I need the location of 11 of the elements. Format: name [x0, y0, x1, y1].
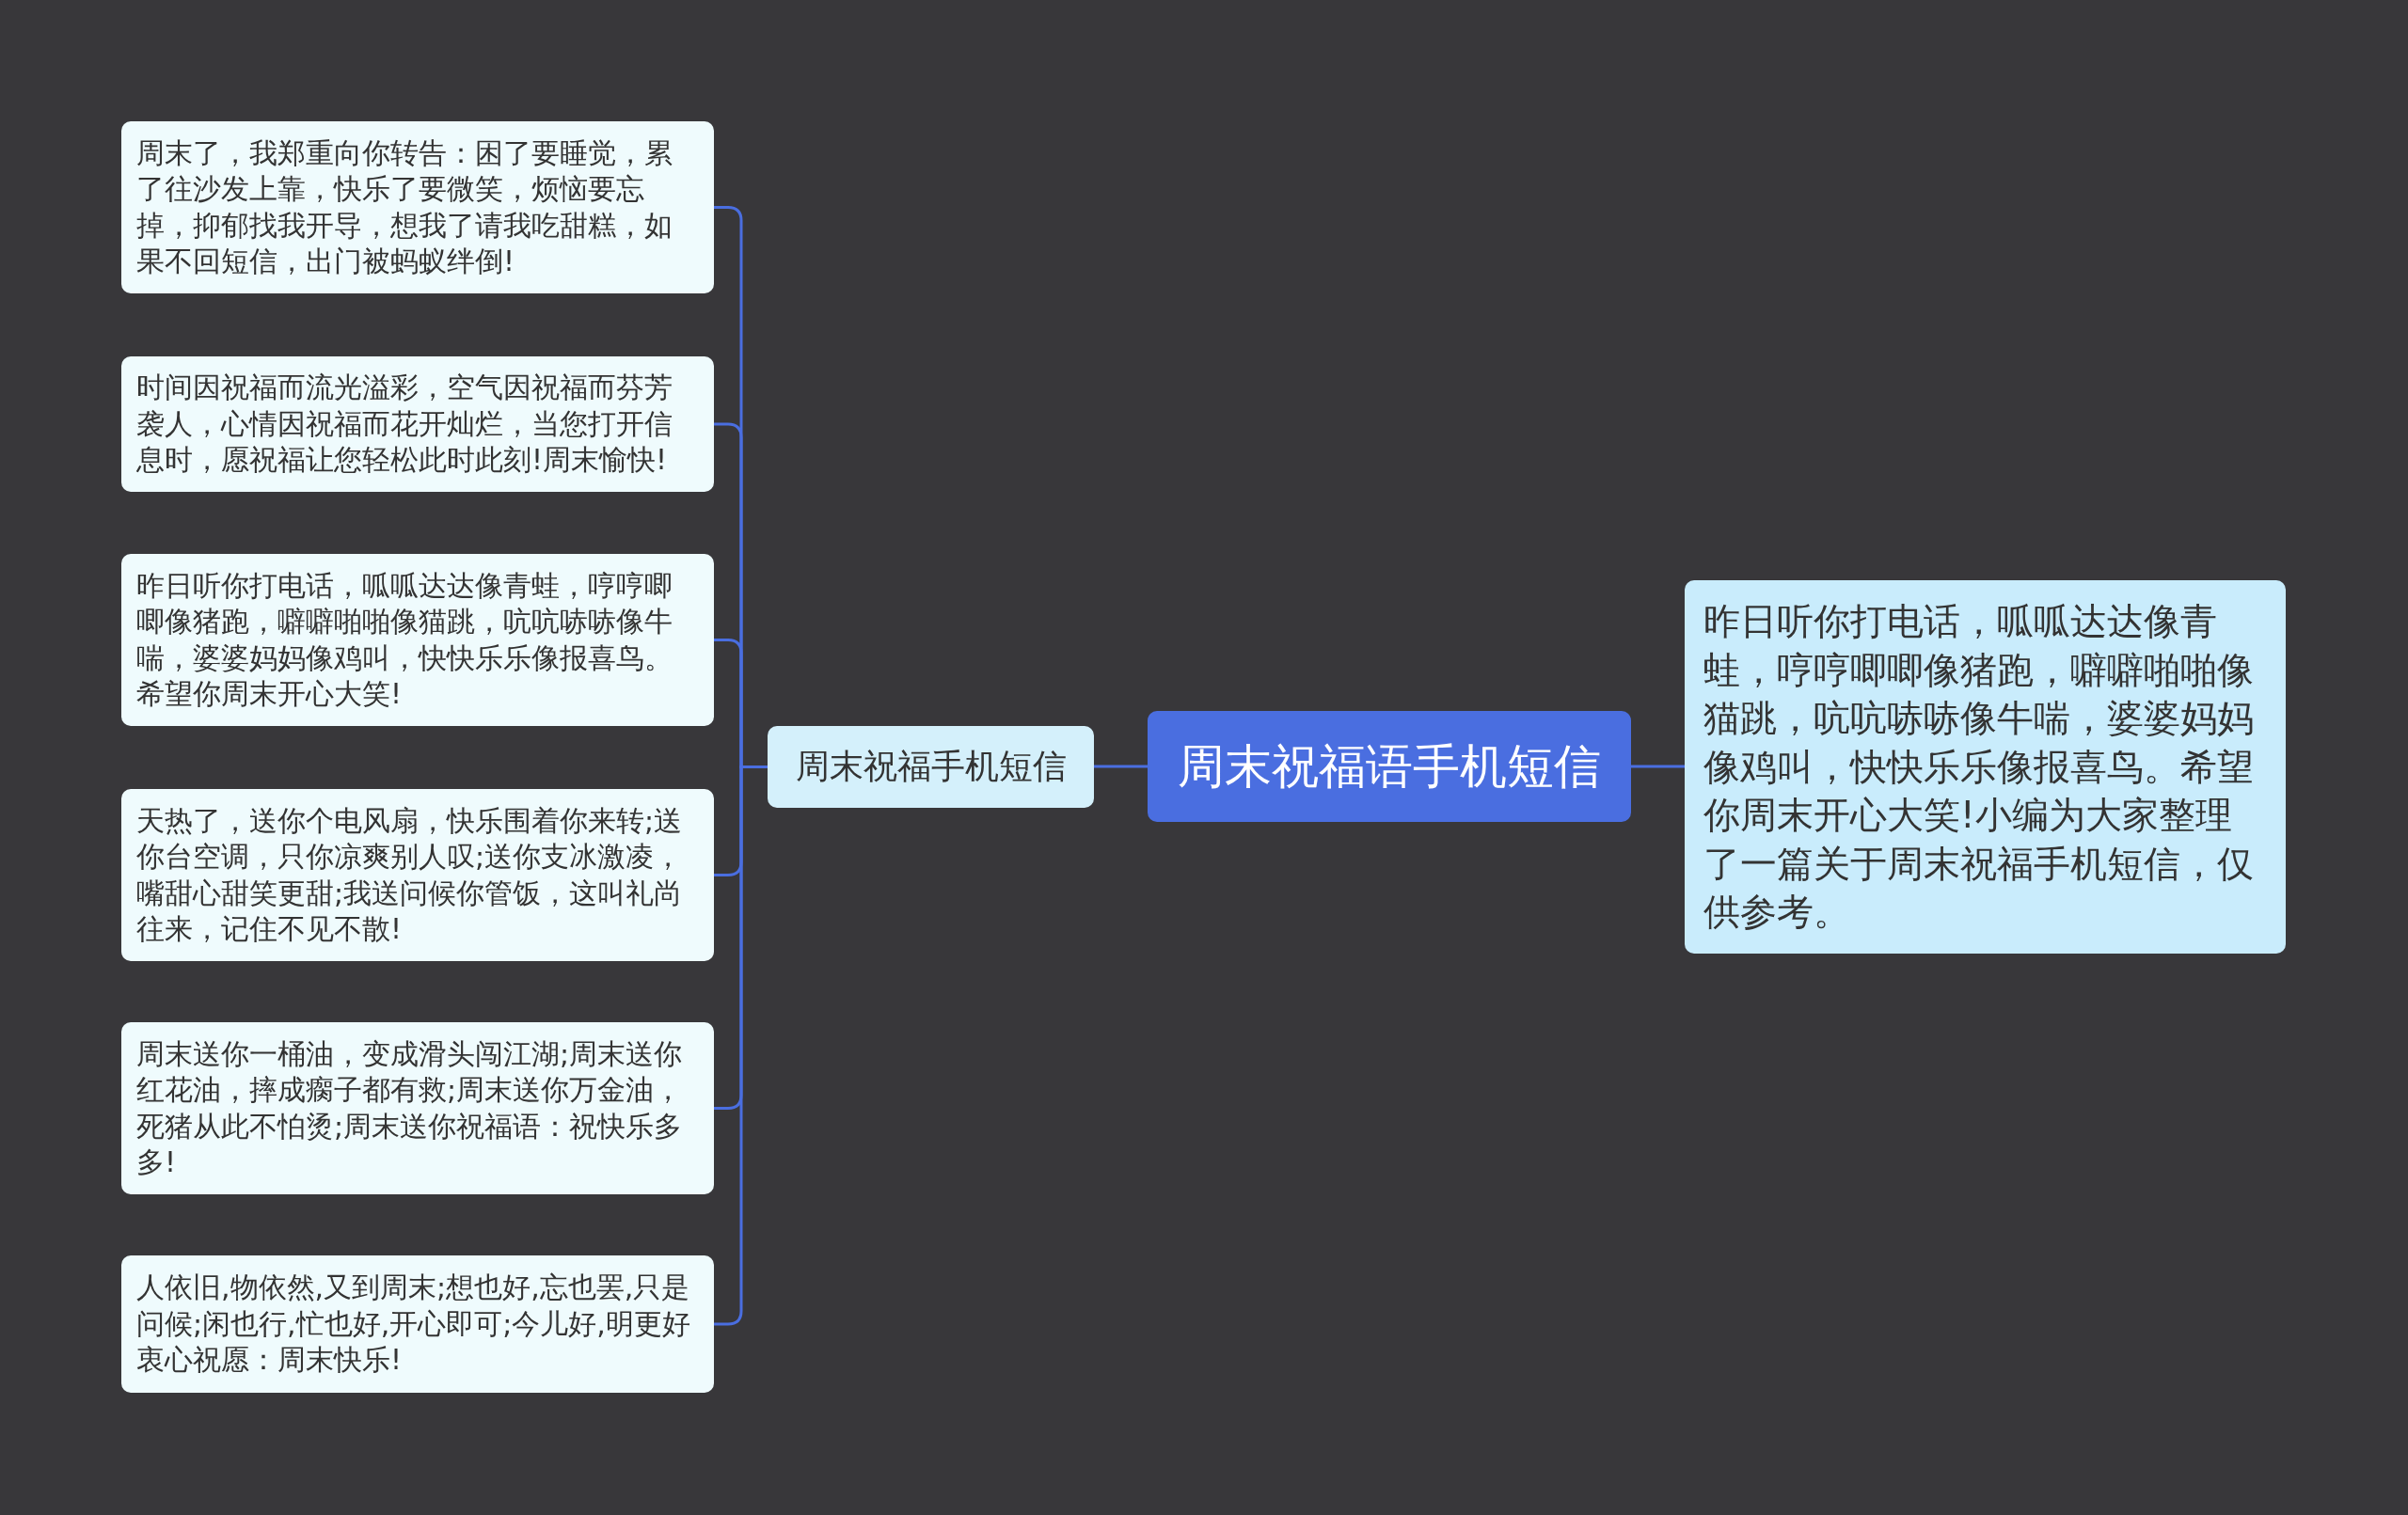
- text-box: 昨日听你打电话，呱呱达达像青蛙，哼哼唧唧像猪跑，噼噼啪啪像猫跳，吭吭哧哧像牛喘，婆婆妈妈像鸡叫，快快乐乐像报喜鸟。希望你周末开心大笑!: [121, 554, 714, 726]
- text-box: 周末了，我郑重向你转告：困了要睡觉，累了往沙发上靠，快乐了要微笑，烦恼要忘掉，抑郁找我开导，想我了请我吃甜糕，如果不回短信，出门被蚂蚁绊倒!: [121, 121, 714, 293]
- connector-line: [1094, 765, 1148, 768]
- connector-line: [1631, 765, 1685, 768]
- topic-box: 周末祝福手机短信: [768, 726, 1094, 808]
- text-box: 时间因祝福而流光溢彩，空气因祝福而芬芳袭人，心情因祝福而花开灿烂，当您打开信息时，愿祝福让您轻松此时此刻!周末愉快!: [121, 356, 714, 492]
- text-box: 周末送你一桶油，变成滑头闯江湖;周末送你红花油，摔成瘸子都有救;周末送你万金油，死猪从此不怕烫;周末送你祝福语：祝快乐多多!: [121, 1022, 714, 1194]
- text-box: 天热了，送你个电风扇，快乐围着你来转;送你台空调，只你凉爽别人叹;送你支冰激凌，嘴甜心甜笑更甜;我送问候你管饭，这叫礼尚往来，记住不见不散!: [121, 789, 714, 961]
- central-topic-box: 周末祝福语手机短信: [1148, 711, 1631, 822]
- text-box: 人依旧,物依然,又到周末;想也好,忘也罢,只是问候;闲也行,忙也好,开心即可;今儿好,明更好衷心祝愿：周末快乐!: [121, 1255, 714, 1393]
- text-box: 昨日听你打电话，呱呱达达像青蛙，哼哼唧唧像猪跑，噼噼啪啪像猫跳，吭吭哧哧像牛喘，婆婆妈妈像鸡叫，快快乐乐像报喜鸟。希望你周末开心大笑!小编为大家整理了一篇关于周末祝福手机短信，仅供参考。: [1685, 580, 2286, 954]
